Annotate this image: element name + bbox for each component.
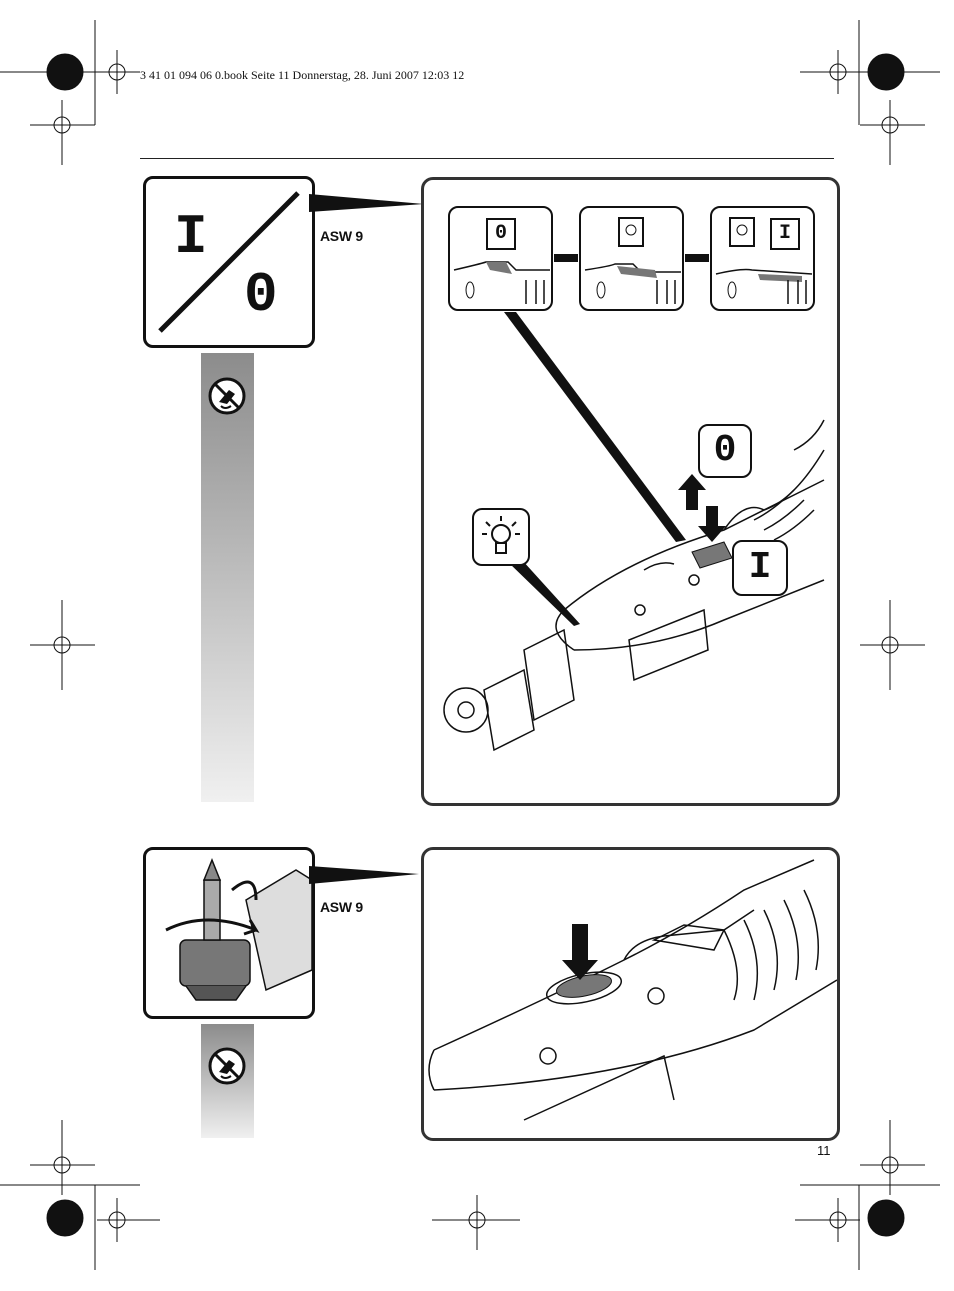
file-header: 3 41 01 094 06 0.book Seite 11 Donnersta… bbox=[140, 68, 465, 82]
no-screwdriving-icon bbox=[208, 377, 246, 415]
switch-state-on: I bbox=[710, 206, 815, 311]
no-screwdriving-icon bbox=[208, 1047, 246, 1085]
rotary-tool-drawing bbox=[443, 312, 825, 752]
light-bulb-icon bbox=[472, 508, 530, 566]
on-symbol: I bbox=[770, 218, 800, 250]
bit-rotation-icon bbox=[143, 847, 315, 1019]
model-label: ASW 9 bbox=[320, 228, 363, 244]
lock-button-illustration-panel bbox=[421, 847, 840, 1141]
connector bbox=[685, 254, 709, 262]
tool-housing-drawing bbox=[428, 859, 837, 1121]
callout-pointer bbox=[309, 194, 424, 212]
switch-state-off: 0 bbox=[448, 206, 553, 311]
switch-illustration-panel: 0 I bbox=[421, 177, 840, 806]
header-rule bbox=[140, 158, 834, 159]
on-symbol: I bbox=[174, 205, 208, 269]
switch-state-lamp bbox=[579, 206, 684, 311]
model-label: ASW 9 bbox=[320, 899, 363, 915]
registration-rosette-icon bbox=[867, 1199, 905, 1237]
on-off-icon: I 0 bbox=[143, 176, 315, 348]
on-symbol-large: I bbox=[732, 540, 788, 596]
sidebar-gradient bbox=[201, 353, 254, 802]
off-symbol-large: 0 bbox=[698, 424, 752, 478]
off-symbol: 0 bbox=[486, 218, 516, 250]
registration-rosette-icon bbox=[46, 1199, 84, 1237]
off-symbol: 0 bbox=[244, 263, 278, 327]
callout-pointer bbox=[309, 866, 419, 884]
light-bulb-icon bbox=[618, 217, 644, 247]
connector bbox=[554, 254, 578, 262]
light-bulb-icon bbox=[729, 217, 755, 247]
page-number: 11 bbox=[817, 1143, 831, 1158]
